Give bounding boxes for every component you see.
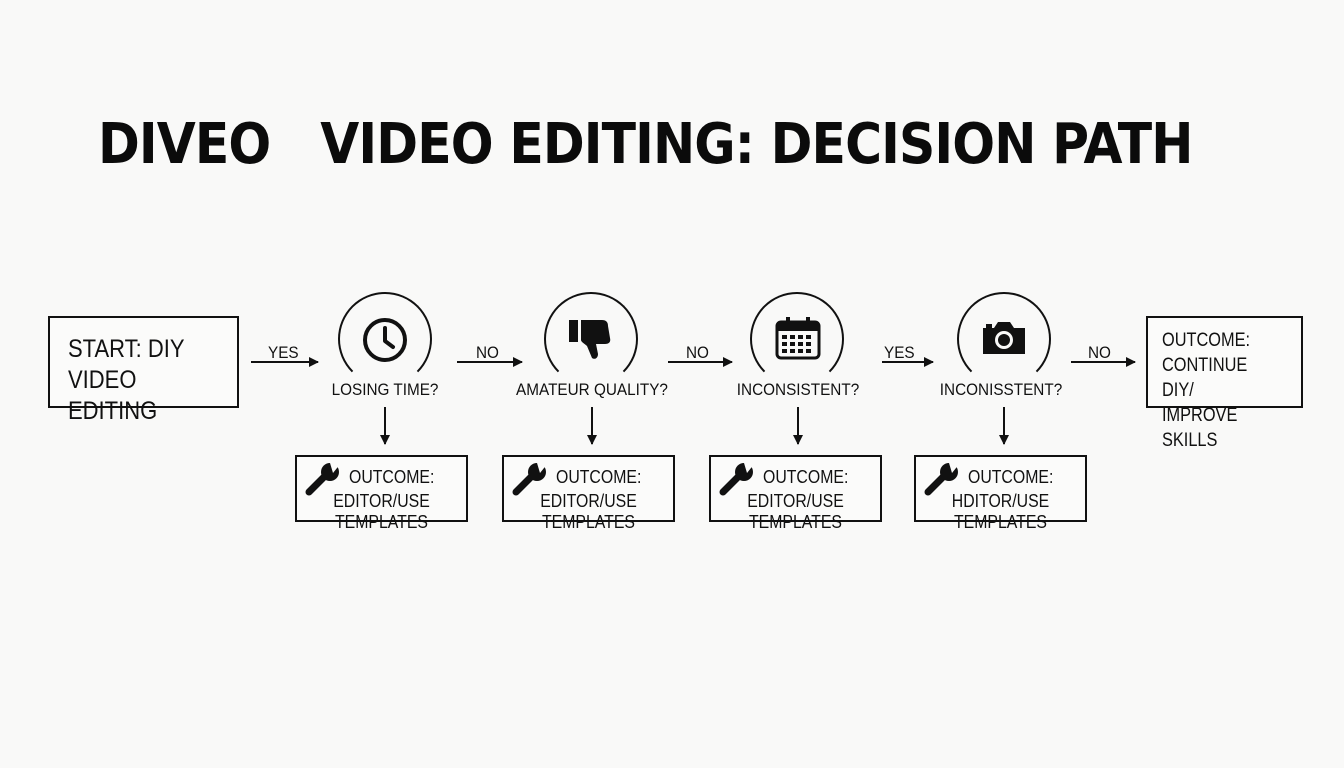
- wrench-icon: [305, 463, 341, 496]
- start-box: START: DIY VIDEO EDITING: [48, 316, 239, 425]
- calendar-icon: [775, 317, 821, 360]
- end-outcome-box: OUTCOME: CONTINUE DIY/ IMPROVE SKILLS: [1146, 316, 1303, 451]
- clock-icon: [363, 318, 407, 362]
- outcome-title-3: OUTCOME:: [763, 467, 849, 487]
- wrench-icon: [924, 463, 960, 496]
- edge-label-5: NO: [1088, 343, 1111, 362]
- outcome-title-2: OUTCOME:: [556, 467, 642, 487]
- decision-label-3: INCONSISTENT?: [736, 380, 860, 399]
- decision-arc-4: [957, 292, 1051, 386]
- decision-arc-1: [338, 292, 432, 386]
- decision-label-2: AMATEUR QUALITY?: [516, 380, 668, 399]
- outcome-text-3: EDITOR/USE TEMPLATES: [747, 491, 844, 532]
- camera-icon: [983, 322, 1025, 354]
- decision-label-1: LOSING TIME?: [331, 380, 439, 399]
- outcome-text-1: EDITOR/USE TEMPLATES: [333, 491, 430, 532]
- wrench-icon: [719, 463, 755, 496]
- outcome-text-2: EDITOR/USE TEMPLATES: [540, 491, 637, 532]
- wrench-icon: [512, 463, 548, 496]
- outcome-box-1: OUTCOME: EDITOR/USE TEMPLATES: [295, 455, 468, 532]
- end-outcome-label: OUTCOME: CONTINUE DIY/ IMPROVE SKILLS: [1162, 330, 1251, 451]
- edge-label-3: NO: [686, 343, 709, 362]
- diagram-title: DIVEO VIDEO EDITING: DECISION PATH: [98, 112, 1193, 177]
- outcome-text-4: HDITOR/USE TEMPLATES: [951, 491, 1050, 532]
- decision-label-4: INCONISSTENT?: [939, 380, 1063, 399]
- start-label: START: DIY VIDEO EDITING: [68, 335, 185, 425]
- outcome-title-1: OUTCOME:: [349, 467, 435, 487]
- edge-label-2: NO: [476, 343, 499, 362]
- decision-arc-2: [544, 292, 638, 386]
- edge-label-4: YES: [884, 343, 915, 362]
- outcome-box-4: OUTCOME: HDITOR/USE TEMPLATES: [914, 455, 1087, 532]
- edge-label-1: YES: [268, 343, 299, 362]
- decision-arc-3: [750, 292, 844, 386]
- thumbs-down-icon: [569, 320, 611, 359]
- outcome-box-2: OUTCOME: EDITOR/USE TEMPLATES: [502, 455, 675, 532]
- outcome-title-4: OUTCOME:: [968, 467, 1054, 487]
- outcome-box-3: OUTCOME: EDITOR/USE TEMPLATES: [709, 455, 882, 532]
